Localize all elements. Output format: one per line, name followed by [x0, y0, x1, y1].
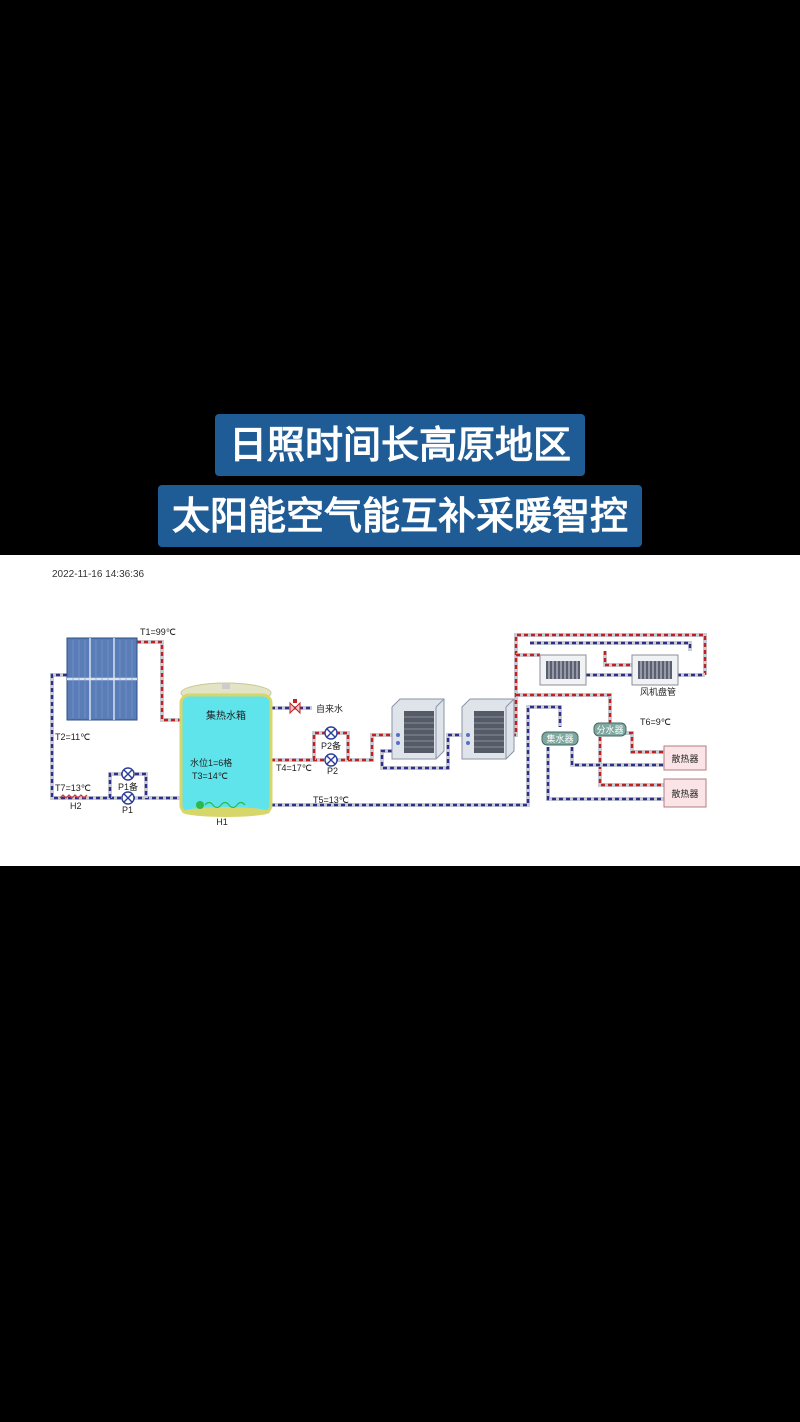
caption-line-1-text: 日照时间长高原地区 [214, 414, 585, 476]
pump-p1-backup-label: P1备 [118, 781, 138, 792]
pump-p2-icon[interactable] [324, 753, 338, 767]
pipe-network [50, 633, 707, 807]
caption-line-1: 日照时间长高原地区 [0, 414, 800, 476]
pump-p1-backup-icon[interactable] [121, 767, 135, 781]
temp-t2: T2=11℃ [55, 732, 90, 742]
fan-coil-label: 风机盘管 [640, 686, 676, 697]
radiator-1 [663, 745, 707, 771]
h2-heater-icon [59, 794, 88, 799]
temp-t5: T5=13℃ [313, 795, 349, 805]
heat-pump-unit-2-icon [461, 698, 515, 760]
temp-t4: T4=17℃ [276, 763, 312, 773]
temp-t6: T6=9℃ [640, 717, 671, 727]
pump-p2-backup-label: P2备 [321, 740, 341, 751]
pump-p1-label: P1 [122, 805, 133, 815]
timestamp: 2022-11-16 14:36:36 [52, 569, 145, 580]
heater-label-h2: H2 [70, 801, 82, 811]
solar-panel-icon [66, 637, 138, 721]
radiator-2-label: 散热器 [671, 788, 698, 799]
temp-t1: T1=99℃ [140, 627, 176, 637]
heat-pump-unit-1-icon [391, 698, 445, 760]
heating-system-diagram: 集热水箱 水位1=6格 T3=14℃ H1 T1=99℃ T2=11℃ T7=1… [50, 627, 707, 827]
hot-water-tank [179, 682, 273, 817]
tank-water-level: 水位1=6格 [190, 757, 232, 768]
tank-temperature-t3: T3=14℃ [192, 771, 228, 781]
radiator-1-label: 散热器 [671, 753, 698, 764]
caption-line-2-text: 太阳能空气能互补采暖智控 [157, 485, 642, 547]
fan-coil-1-icon [539, 654, 587, 686]
tank-title: 集热水箱 [206, 709, 246, 722]
collector-label: 集水器 [546, 733, 573, 744]
pump-p1-icon[interactable] [121, 791, 135, 805]
heating-element-icon [196, 801, 246, 809]
fan-coil-2-icon [631, 654, 679, 686]
pump-p2-label: P2 [327, 766, 338, 776]
collector-manifold [541, 731, 579, 746]
caption-line-2: 太阳能空气能互补采暖智控 [0, 485, 800, 547]
radiator-2 [663, 778, 707, 808]
tank-label-h1: H1 [216, 817, 228, 827]
solar-collector-array [66, 637, 138, 721]
control-panel: 2022-11-16 14:36:36 [0, 555, 800, 866]
temp-t7: T7=13℃ [55, 783, 91, 793]
pump-p2-backup-icon[interactable] [324, 726, 338, 740]
tap-water-label: 自来水 [316, 703, 343, 714]
tap-water-valve-icon[interactable] [289, 699, 301, 715]
distributor-label: 分水器 [596, 724, 623, 735]
distributor-manifold [593, 722, 627, 737]
